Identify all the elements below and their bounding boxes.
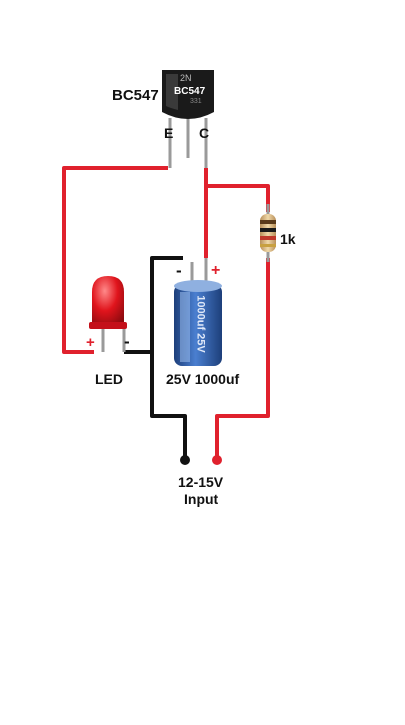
- transistor-pin-e: E: [164, 125, 174, 141]
- wire-cap-minus-to-input: [150, 256, 187, 458]
- transistor-pin-c: C: [199, 125, 210, 141]
- input-label: Input: [184, 491, 219, 507]
- capacitor-label: 25V 1000uf: [166, 371, 240, 387]
- wire-emitter-to-led: [62, 166, 168, 354]
- input-positive-terminal: [212, 455, 222, 465]
- capacitor-1000uf: [174, 258, 222, 366]
- wire-collector-to-resistor: [206, 184, 270, 212]
- negative-wires: [124, 256, 187, 458]
- capacitor-minus: -: [176, 261, 182, 280]
- capacitor-body-text: 1000uf 25V: [194, 295, 207, 353]
- resistor-label: 1k: [280, 231, 296, 247]
- capacitor-plus: +: [211, 262, 221, 279]
- led-label: LED: [95, 371, 123, 387]
- led-minus: -: [124, 332, 130, 351]
- transistor-label: BC547: [112, 87, 159, 104]
- positive-wires: [62, 166, 270, 458]
- wire-resistor-to-input: [215, 258, 270, 458]
- transistor-body-text-top: 2N: [180, 73, 192, 83]
- led-plus: +: [86, 334, 95, 351]
- transistor-body-text-bot: 331: [190, 98, 202, 105]
- transistor-bc547: [162, 70, 214, 168]
- transistor-body-text-mid: BC547: [174, 86, 206, 97]
- input-voltage-label: 12-15V: [178, 474, 224, 490]
- resistor-1k: [260, 204, 276, 262]
- led-red: [89, 276, 127, 352]
- input-negative-terminal: [180, 455, 190, 465]
